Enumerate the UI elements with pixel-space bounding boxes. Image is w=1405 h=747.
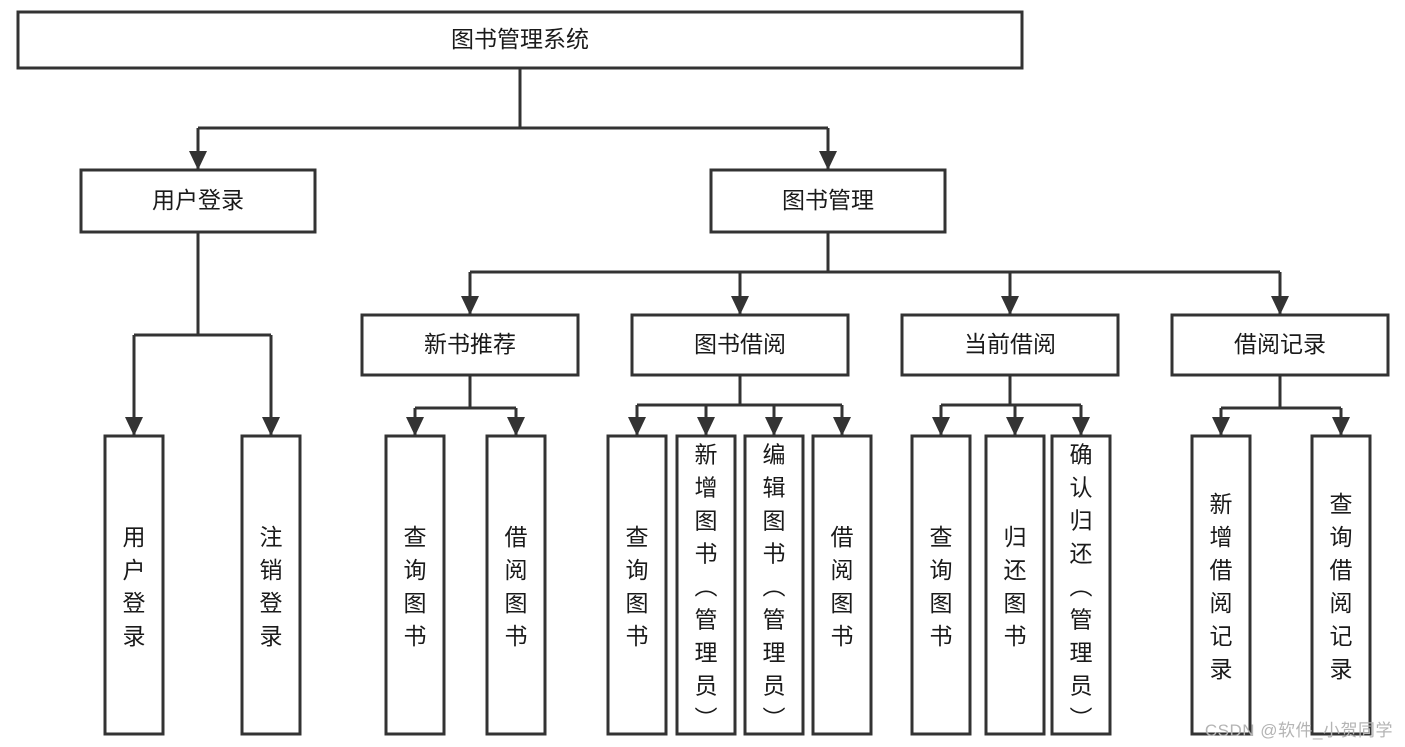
node-label: 图书借阅 [694, 331, 786, 357]
node-label: 借阅图书 [505, 524, 528, 649]
edge-arrow-icon [125, 417, 143, 436]
node-book-borrow[interactable]: 图书借阅 [630, 313, 850, 377]
node-label: 新增借阅记录 [1210, 491, 1233, 682]
edge-arrow-icon [731, 296, 749, 315]
node-label: 图书管理系统 [451, 26, 589, 52]
node-label: 编辑图书︵管理员︶ [763, 442, 786, 732]
node-leaf-borrow-book-2[interactable]: 借阅图书 [811, 434, 873, 736]
node-leaf-return-book[interactable]: 归还图书 [984, 434, 1046, 736]
edge-arrow-icon [1212, 417, 1230, 436]
node-label: 用户登录 [152, 187, 244, 213]
edge-arrow-icon [697, 417, 715, 436]
node-label: 借阅图书 [831, 524, 854, 649]
node-leaf-add-book[interactable]: 新增图书︵管理员︶ [675, 434, 737, 736]
node-leaf-user-logout[interactable]: 注销登录 [240, 434, 302, 736]
node-box [485, 434, 547, 736]
node-box [79, 168, 317, 234]
node-leaf-query-book-3[interactable]: 查询图书 [910, 434, 972, 736]
node-box [103, 434, 165, 736]
node-box [1310, 434, 1372, 736]
edge-arrow-icon [819, 151, 837, 170]
node-label: 归还图书 [1004, 524, 1027, 649]
node-leaf-query-record[interactable]: 查询借阅记录 [1310, 434, 1372, 736]
node-leaf-confirm-return[interactable]: 确认归还︵管理员︶ [1050, 434, 1112, 736]
node-label: 新增图书︵管理员︶ [695, 442, 718, 732]
node-label: 当前借阅 [964, 331, 1056, 357]
node-box [984, 434, 1046, 736]
connector-layer [125, 68, 1350, 436]
edge-arrow-icon [765, 417, 783, 436]
node-leaf-edit-book[interactable]: 编辑图书︵管理员︶ [743, 434, 805, 736]
edge-arrow-icon [262, 417, 280, 436]
edge-arrow-icon [461, 296, 479, 315]
node-label: 借阅记录 [1234, 331, 1326, 357]
node-label: 查询图书 [930, 524, 953, 649]
node-box [1050, 434, 1112, 736]
node-box [384, 434, 446, 736]
edge-arrow-icon [1001, 296, 1019, 315]
node-leaf-query-book-2[interactable]: 查询图书 [606, 434, 668, 736]
node-box [709, 168, 947, 234]
edge-arrow-icon [1072, 417, 1090, 436]
node-box [900, 313, 1120, 377]
node-root[interactable]: 图书管理系统 [16, 10, 1024, 70]
edge-arrow-icon [833, 417, 851, 436]
node-label: 新书推荐 [424, 331, 516, 357]
edge-arrow-icon [406, 417, 424, 436]
node-leaf-query-book-1[interactable]: 查询图书 [384, 434, 446, 736]
node-box [240, 434, 302, 736]
edge-arrow-icon [628, 417, 646, 436]
node-box [16, 10, 1024, 70]
node-label: 查询图书 [404, 524, 427, 649]
node-box [675, 434, 737, 736]
edge-arrow-icon [507, 417, 525, 436]
edge-arrow-icon [189, 151, 207, 170]
node-new-book-rec[interactable]: 新书推荐 [360, 313, 580, 377]
node-label: 注销登录 [260, 524, 283, 649]
node-leaf-borrow-book-1[interactable]: 借阅图书 [485, 434, 547, 736]
node-label: 图书管理 [782, 187, 874, 213]
node-box [1190, 434, 1252, 736]
node-label: 查询图书 [626, 524, 649, 649]
node-leaf-user-login[interactable]: 用户登录 [103, 434, 165, 736]
node-layer: 图书管理系统用户登录图书管理新书推荐图书借阅当前借阅借阅记录用户登录注销登录查询… [16, 10, 1390, 736]
node-leaf-add-record[interactable]: 新增借阅记录 [1190, 434, 1252, 736]
node-box [606, 434, 668, 736]
edge-arrow-icon [1332, 417, 1350, 436]
node-current-borrow[interactable]: 当前借阅 [900, 313, 1120, 377]
node-box [910, 434, 972, 736]
node-label: 查询借阅记录 [1330, 491, 1353, 682]
node-box [743, 434, 805, 736]
node-book-manage[interactable]: 图书管理 [709, 168, 947, 234]
node-box [630, 313, 850, 377]
node-borrow-record[interactable]: 借阅记录 [1170, 313, 1390, 377]
edge-arrow-icon [1271, 296, 1289, 315]
node-label: 用户登录 [123, 524, 146, 649]
node-user-login[interactable]: 用户登录 [79, 168, 317, 234]
node-box [811, 434, 873, 736]
node-box [1170, 313, 1390, 377]
edge-arrow-icon [1006, 417, 1024, 436]
node-box [360, 313, 580, 377]
node-label: 确认归还︵管理员︶ [1070, 442, 1093, 732]
edge-arrow-icon [932, 417, 950, 436]
